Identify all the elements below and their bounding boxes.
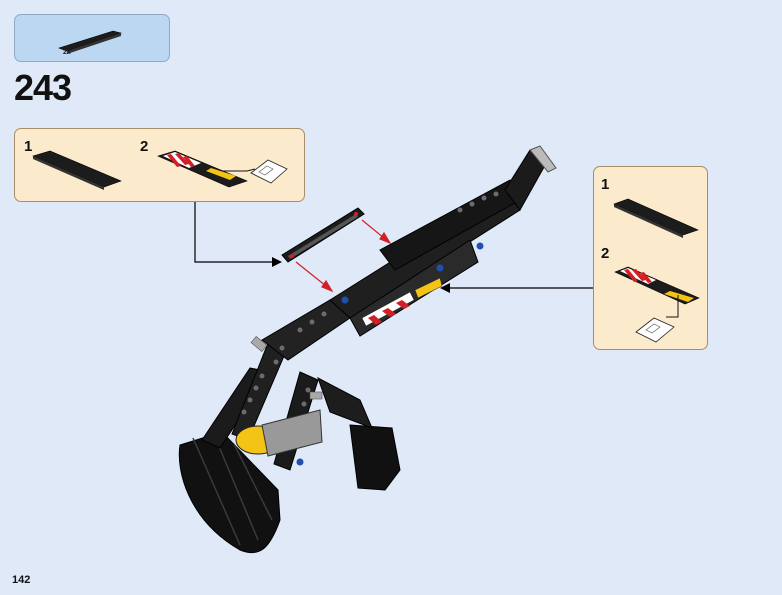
parts-list-box: 2x: [14, 14, 170, 62]
sub-assembly-callout-right: 1 2: [593, 166, 708, 350]
excavator-arm: [201, 145, 557, 471]
callout-arrow-left: [194, 202, 282, 267]
sub-step-number: 2: [601, 245, 610, 262]
warning-striped-tile-icon: [157, 150, 248, 188]
sub-assembly-callout-left: 1 2: [14, 128, 305, 202]
warning-stripe-sticker: [361, 277, 443, 327]
page-number: 142: [12, 574, 31, 586]
striped-tile-part: [281, 207, 365, 263]
yellow-piston: [235, 409, 323, 457]
sub-step-number: 1: [24, 138, 33, 155]
sticker-sheet-icon: [250, 159, 288, 184]
parts-count: 2x: [63, 49, 71, 56]
callout-arrow-right: [440, 283, 593, 293]
black-tile-icon: [613, 198, 699, 238]
sub-step-number: 2: [140, 138, 149, 155]
warning-striped-tile-icon: [614, 266, 700, 305]
sticker-sheet-icon: [635, 317, 675, 343]
sub-step-number: 1: [601, 176, 610, 193]
black-tile-1x8-icon: [58, 30, 123, 54]
black-tile-icon: [32, 150, 122, 190]
step-number: 243: [14, 67, 72, 108]
excavator-bucket: [178, 376, 401, 554]
placement-arrows: [295, 219, 392, 293]
